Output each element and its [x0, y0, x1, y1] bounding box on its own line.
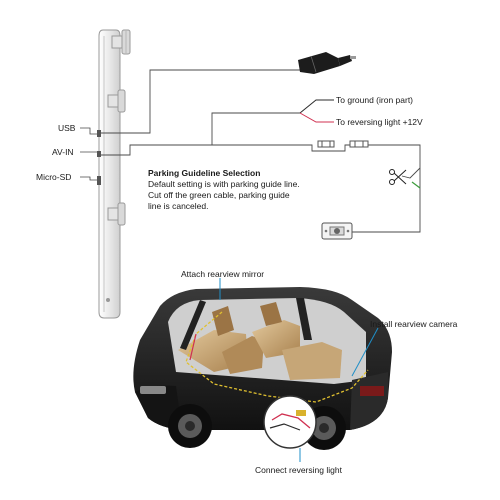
headlight	[140, 386, 166, 394]
micro-sd-slot[interactable]	[97, 176, 101, 185]
suv-illustration	[133, 287, 393, 450]
note-line: Cut off the green cable, parking guide	[148, 190, 290, 200]
av-in-port[interactable]	[97, 151, 101, 157]
attach-mirror-callout: Attach rearview mirror	[181, 269, 265, 279]
rear-light	[360, 386, 384, 396]
connect-light-callout: Connect reversing light	[255, 465, 342, 475]
reversing-light-zoom	[263, 395, 317, 449]
clip-lower	[107, 202, 126, 226]
cables	[101, 69, 421, 233]
front-wheel	[168, 404, 212, 448]
top-bracket	[111, 29, 131, 55]
micro-sd-label: Micro-SD	[36, 172, 72, 182]
note-line: Default setting is with parking guide li…	[148, 179, 300, 189]
ground-label: To ground (iron part)	[336, 95, 414, 105]
power-wire	[299, 112, 334, 123]
mirror-button	[106, 298, 110, 302]
guide-line-wire	[401, 167, 421, 189]
car-charger-icon	[298, 52, 356, 74]
inline-connector-2	[349, 140, 369, 148]
av-in-label: AV-IN	[52, 147, 74, 157]
cable-route	[185, 311, 369, 403]
usb-port[interactable]	[97, 130, 101, 137]
rear-camera-module	[321, 222, 353, 240]
usb-cable	[101, 69, 300, 134]
parking-guideline-note: Parking Guideline Selection Default sett…	[148, 168, 300, 212]
ground-wire	[299, 99, 334, 114]
install-camera-callout: Install rearview camera	[370, 319, 458, 329]
av-cable	[101, 144, 421, 233]
usb-label: USB	[58, 123, 76, 133]
port-leaders	[80, 127, 97, 181]
note-line: line is canceled.	[148, 201, 209, 211]
reversing-light-power-label: To reversing light +12V	[336, 117, 423, 127]
rearview-mirror	[97, 29, 131, 319]
note-title: Parking Guideline Selection	[148, 168, 261, 178]
inline-connector-1	[317, 140, 335, 148]
scissors-icon	[389, 169, 407, 185]
interior	[178, 302, 342, 380]
clip-upper	[107, 89, 126, 113]
callout-leaders	[219, 278, 379, 462]
